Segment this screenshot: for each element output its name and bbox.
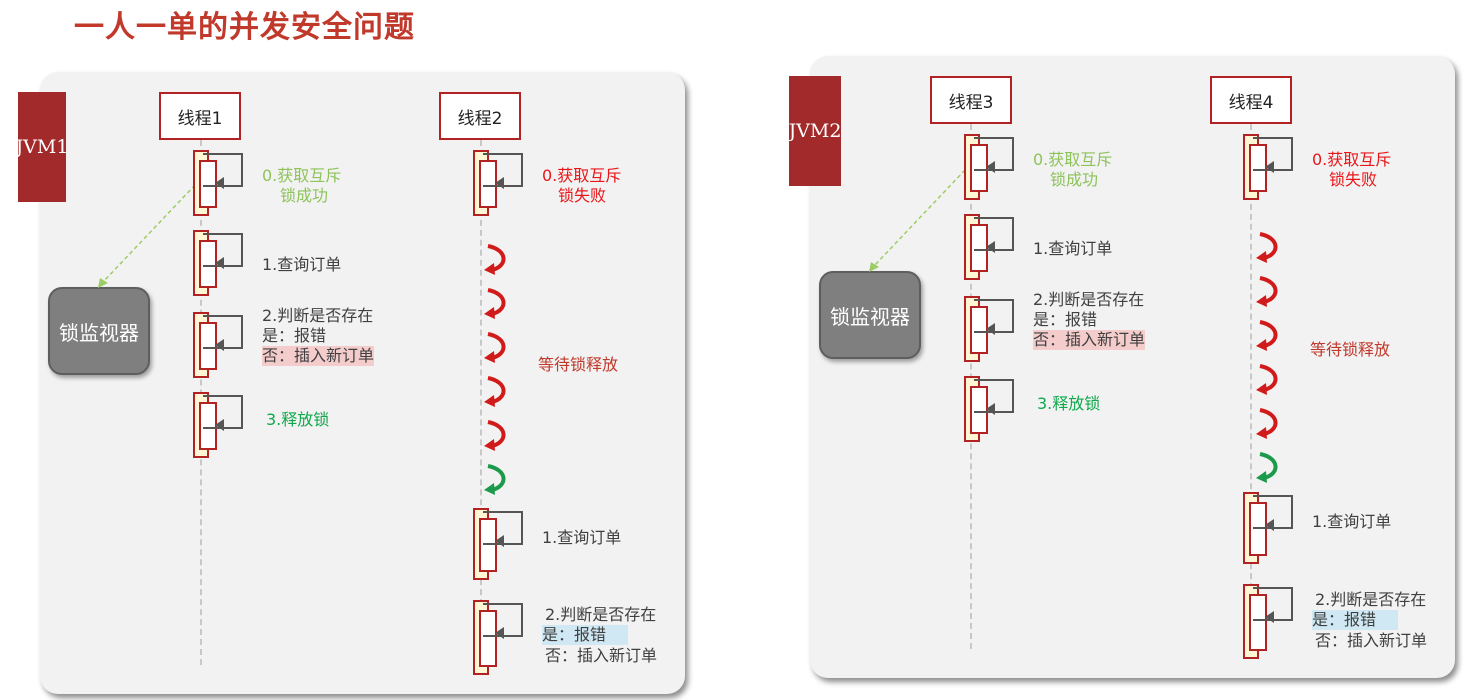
activation-step2: [193, 312, 243, 378]
activation-step0: [193, 150, 243, 216]
wait-arrows: [1256, 232, 1278, 483]
step2-label-line2: 是：报错: [262, 326, 327, 345]
activation-step1: [1243, 492, 1293, 564]
lock-acquire-arrow: [98, 184, 196, 288]
activation-step0: [1243, 134, 1293, 200]
activation-step3: [193, 392, 243, 458]
jvm2-label: JVM2: [789, 76, 841, 186]
lock-monitor: 锁监视器: [48, 287, 150, 375]
wait-arrows: [484, 244, 506, 495]
step1-label: 1.查询订单: [1312, 512, 1392, 531]
activation-step0: [473, 150, 523, 216]
step2-label-line1: 2.判断是否存在: [1033, 290, 1145, 309]
step3-label: 3.释放锁: [1037, 394, 1101, 413]
thread-1-header: 线程1: [159, 92, 241, 140]
step0-label-line2: 锁失败: [558, 186, 607, 205]
step2-label-line3: 否：插入新订单: [1315, 631, 1428, 650]
step1-label: 1.查询订单: [1033, 239, 1113, 258]
lock-acquire-arrow: [869, 169, 966, 272]
thread-2-lifeline: [480, 140, 482, 665]
jvm1-panel: [40, 72, 685, 694]
thread-4-lifeline: [1250, 124, 1252, 649]
step2-label-line1: 2.判断是否存在: [262, 306, 374, 325]
activation-step1: [193, 230, 243, 296]
thread-2-header: 线程2: [439, 92, 521, 140]
step2-label-line2: 是：报错: [1312, 610, 1399, 630]
jvm1-label: JVM1: [16, 92, 68, 202]
step0-label-line1: 0.获取互斥: [262, 166, 342, 185]
wait-arrowheads: [484, 263, 495, 451]
step2-label-line1: 2.判断是否存在: [545, 605, 657, 624]
page-title: 一人一单的并发安全问题: [74, 10, 415, 45]
resume-arrow-icon: [1256, 452, 1278, 483]
step2-label-line2: 是：报错: [1033, 310, 1098, 329]
activation-step2: [964, 296, 1014, 362]
step0-label-line2: 锁成功: [1050, 170, 1099, 189]
activation-step3: [964, 376, 1014, 442]
wait-arrow-icon: [487, 244, 506, 448]
step0-label-line2: 锁成功: [280, 186, 329, 205]
step0-label-line1: 0.获取互斥: [1312, 150, 1392, 169]
step3-label: 3.释放锁: [266, 410, 330, 429]
wait-arrowheads: [1256, 251, 1267, 439]
step2-label-line3: 否：插入新订单: [262, 346, 375, 366]
step0-label-line2: 锁失败: [1329, 170, 1378, 189]
step1-label: 1.查询订单: [542, 528, 622, 547]
step1-label: 1.查询订单: [262, 255, 342, 274]
step2-label-line3: 否：插入新订单: [1033, 330, 1146, 350]
resume-arrow-icon: [484, 464, 506, 495]
step2-label-line1: 2.判断是否存在: [1315, 590, 1427, 609]
activation-step2: [473, 600, 523, 675]
activation-step0: [964, 134, 1014, 200]
wait-label: 等待锁释放: [1310, 340, 1391, 359]
thread-3-header: 线程3: [930, 76, 1012, 124]
step2-label-line3: 否：插入新订单: [545, 646, 658, 665]
wait-arrow-icon: [1259, 232, 1278, 436]
wait-label: 等待锁释放: [538, 355, 619, 374]
activation-step1: [473, 508, 523, 580]
activation-step1: [964, 214, 1014, 280]
thread-4-header: 线程4: [1210, 76, 1292, 124]
activation-step2: [1243, 584, 1293, 659]
step0-label-line1: 0.获取互斥: [542, 166, 622, 185]
lock-monitor: 锁监视器: [819, 271, 921, 359]
jvm2-panel: [810, 56, 1455, 678]
step0-label-line1: 0.获取互斥: [1033, 150, 1113, 169]
step2-label-line2: 是：报错: [542, 625, 629, 645]
